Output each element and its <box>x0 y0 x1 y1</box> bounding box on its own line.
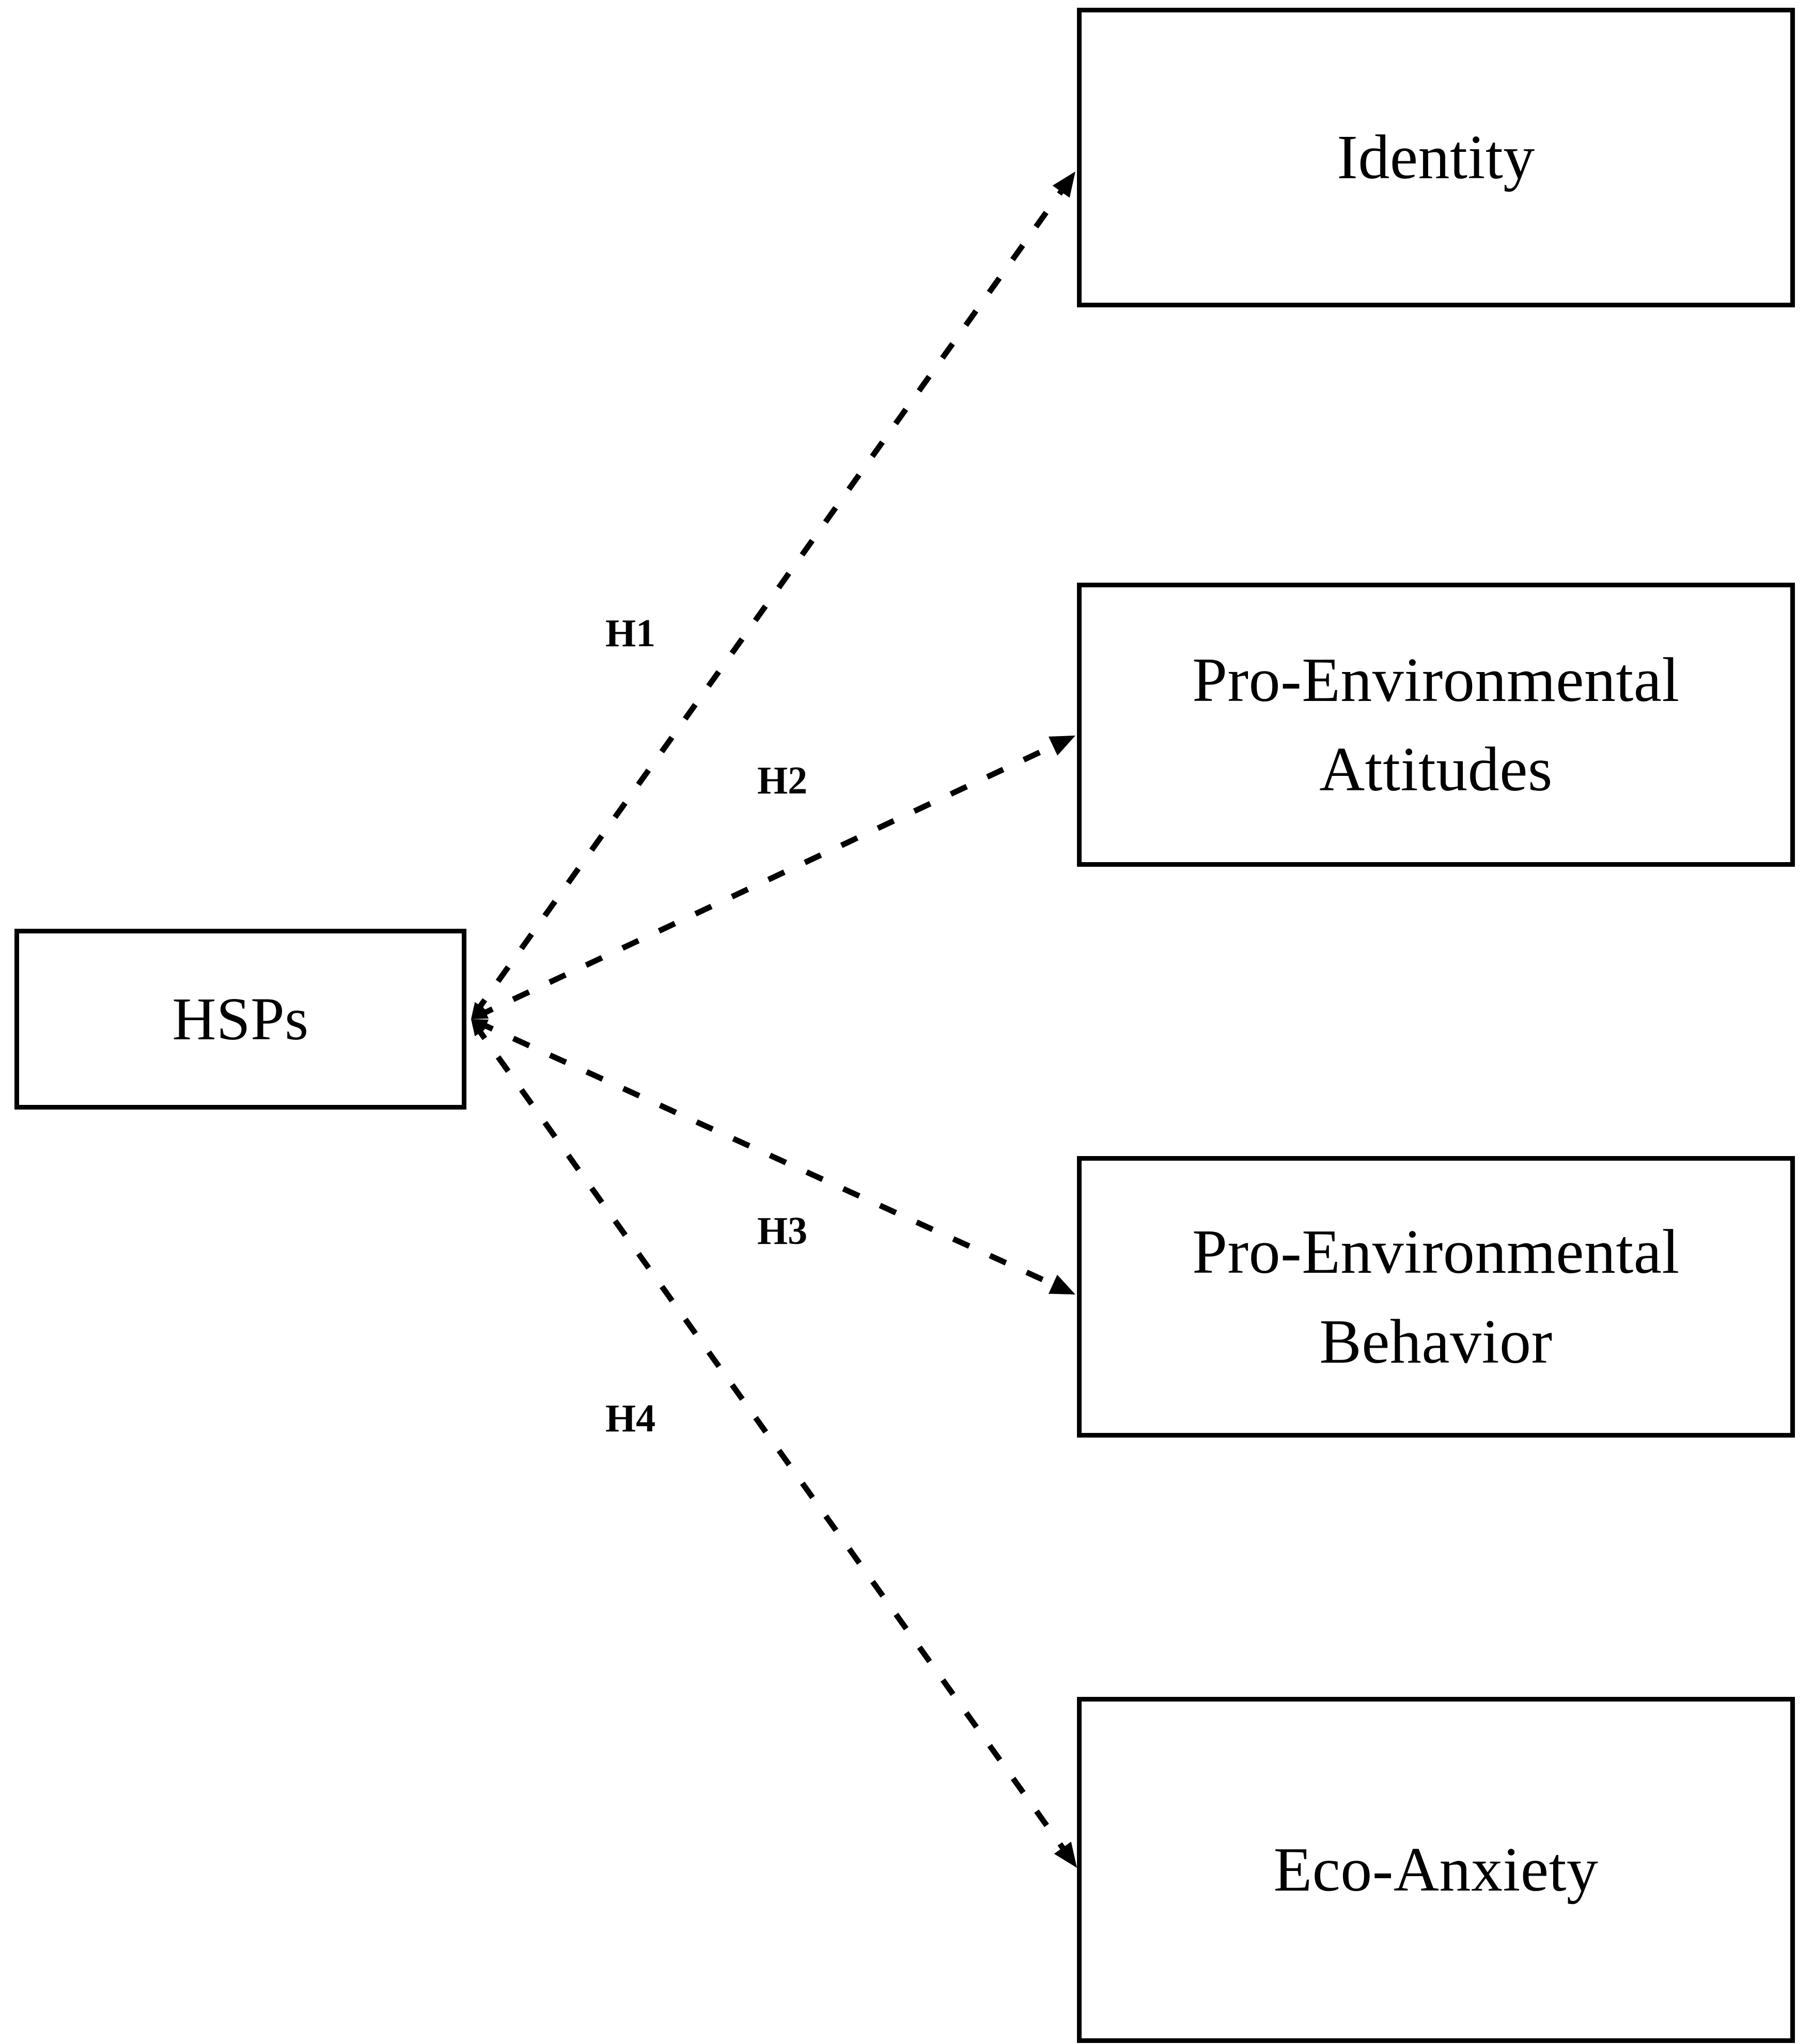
edge-h4 <box>471 1019 1077 1868</box>
node-hsps[interactable]: HSPs <box>14 929 466 1110</box>
node-pro-environmental-attitudes-label: Pro-Environmental Attitudes <box>1192 645 1680 804</box>
edge-h3 <box>471 1019 1075 1294</box>
node-identity[interactable]: Identity <box>1077 8 1795 307</box>
edge-h1 <box>471 171 1075 1019</box>
edge-label-h4: H4 <box>605 1397 656 1440</box>
node-pro-environmental-attitudes[interactable]: Pro-Environmental Attitudes <box>1077 583 1795 867</box>
edge-label-h3: H3 <box>757 1209 808 1253</box>
edge-label-h2: H2 <box>757 759 808 802</box>
node-eco-anxiety[interactable]: Eco-Anxiety <box>1077 1697 1795 2043</box>
node-pro-environmental-behavior-label: Pro-Environmental Behavior <box>1192 1217 1680 1377</box>
edge-label-h1: H1 <box>605 612 656 655</box>
node-identity-label: Identity <box>1337 122 1535 193</box>
node-eco-anxiety-label: Eco-Anxiety <box>1273 1835 1599 1905</box>
node-pro-environmental-behavior[interactable]: Pro-Environmental Behavior <box>1077 1156 1795 1438</box>
node-hsps-label: HSPs <box>172 985 309 1053</box>
